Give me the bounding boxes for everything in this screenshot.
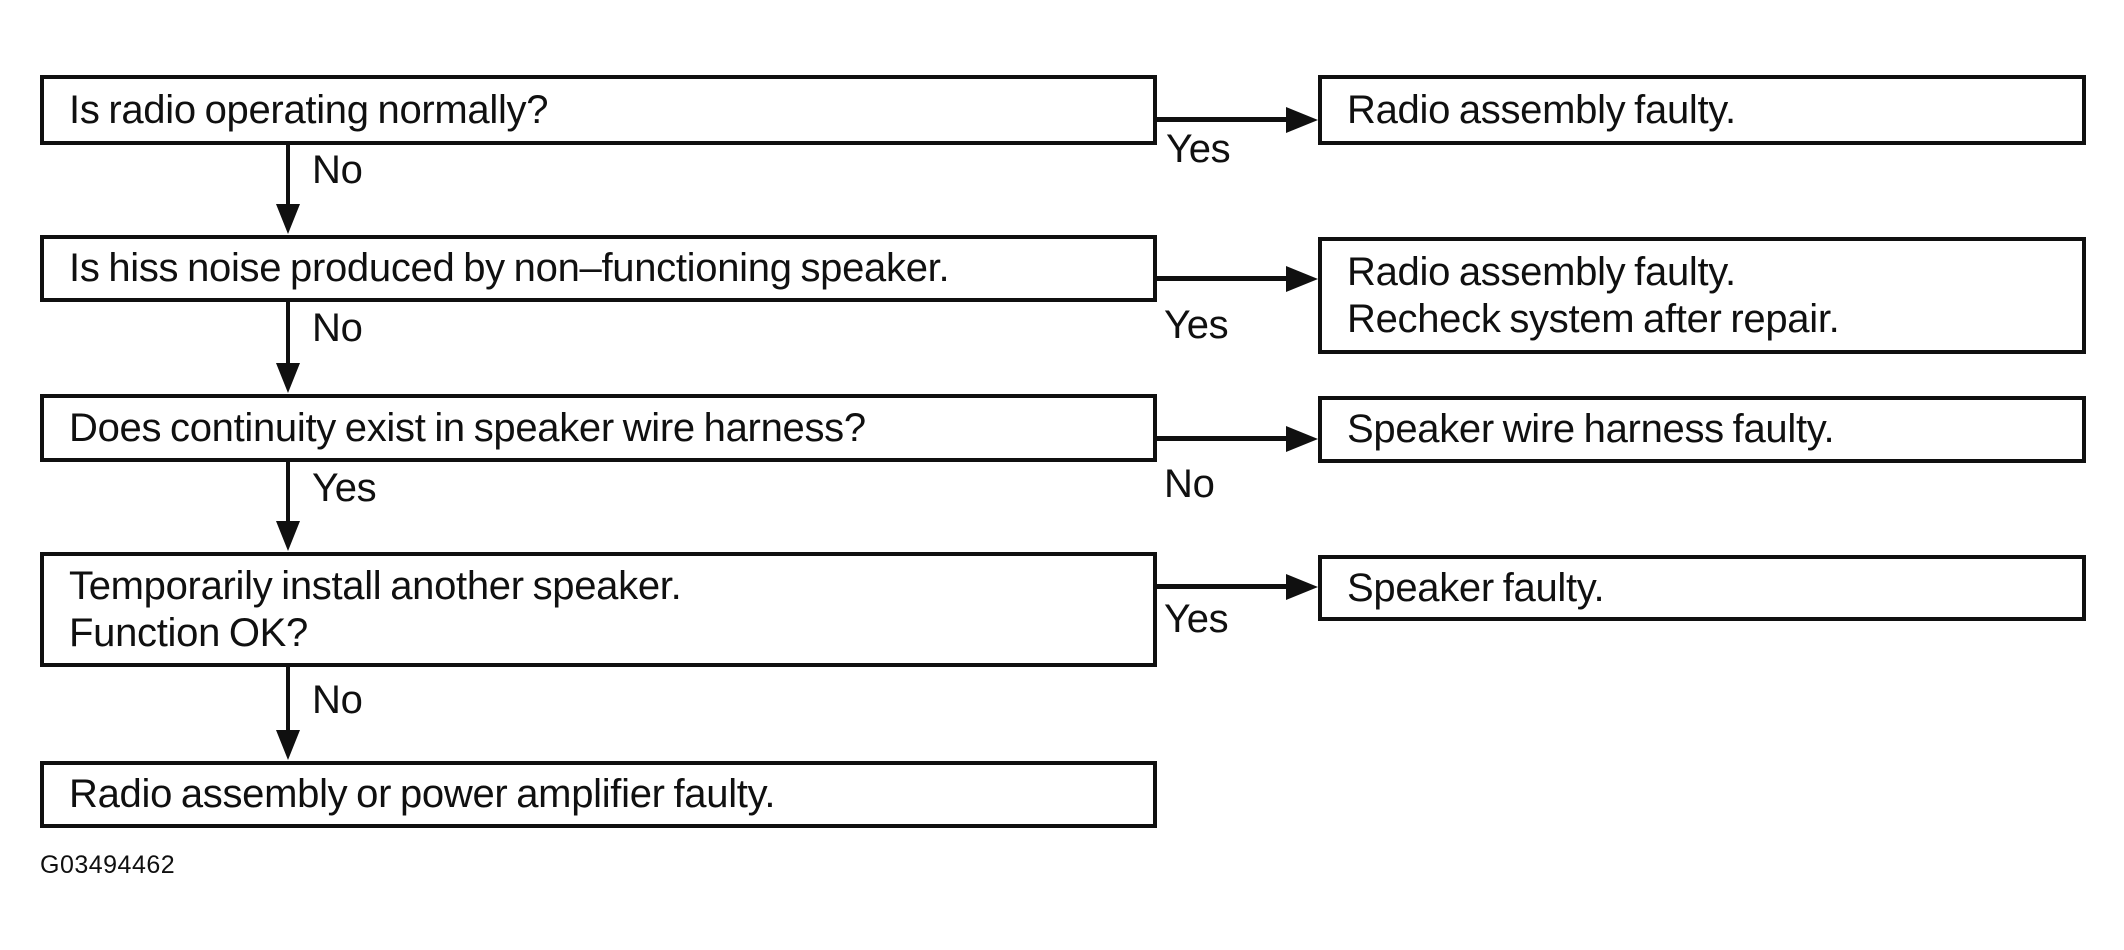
- branch-label-down-1: No: [312, 148, 363, 192]
- result-text-line-1: Radio assembly faulty.: [1347, 249, 1736, 294]
- result-box-speaker-faulty: Speaker faulty.: [1318, 555, 2086, 621]
- right-arrow-line-1: [1157, 117, 1292, 122]
- right-arrowhead-icon: [1286, 574, 1318, 600]
- figure-id-caption: G03494462: [40, 851, 176, 879]
- right-arrow-line-3: [1157, 436, 1292, 441]
- result-text: Radio assembly faulty.: [1347, 87, 1736, 132]
- decision-text-line-1: Temporarily install another speaker.: [69, 563, 682, 608]
- decision-text: Is radio operating normally?: [69, 87, 549, 132]
- result-box-radio-or-amplifier-faulty: Radio assembly or power amplifier faulty…: [40, 761, 1157, 828]
- branch-label-down-4: No: [312, 678, 363, 722]
- down-arrowhead-icon: [276, 521, 300, 551]
- down-arrowhead-icon: [276, 204, 300, 234]
- decision-text: Does continuity exist in speaker wire ha…: [69, 405, 866, 450]
- decision-text: Is hiss noise produced by non–functionin…: [69, 246, 950, 290]
- decision-box-install-another-speaker: Temporarily install another speaker. Fun…: [40, 552, 1157, 667]
- branch-label-right-1: Yes: [1166, 127, 1231, 171]
- down-arrow-line-1: [286, 145, 290, 207]
- branch-label-down-2: No: [312, 306, 363, 350]
- result-text: Radio assembly or power amplifier faulty…: [69, 772, 776, 816]
- result-text: Speaker faulty.: [1347, 565, 1605, 610]
- right-arrowhead-icon: [1286, 107, 1318, 133]
- result-text-line-2: Recheck system after repair.: [1347, 296, 1840, 341]
- right-arrowhead-icon: [1286, 266, 1318, 292]
- result-box-harness-faulty: Speaker wire harness faulty.: [1318, 396, 2086, 463]
- right-arrow-line-4: [1157, 584, 1292, 589]
- result-box-radio-assembly-faulty-recheck: Radio assembly faulty. Recheck system af…: [1318, 237, 2086, 354]
- right-arrowhead-icon: [1286, 426, 1318, 452]
- decision-box-radio-operating-normally: Is radio operating normally?: [40, 75, 1157, 145]
- result-text: Speaker wire harness faulty.: [1347, 407, 1835, 451]
- decision-box-continuity-harness: Does continuity exist in speaker wire ha…: [40, 394, 1157, 462]
- decision-box-hiss-noise: Is hiss noise produced by non–functionin…: [40, 235, 1157, 302]
- branch-label-right-2: Yes: [1164, 303, 1229, 347]
- down-arrowhead-icon: [276, 730, 300, 760]
- result-box-radio-assembly-faulty: Radio assembly faulty.: [1318, 75, 2086, 145]
- down-arrow-line-3: [286, 462, 290, 524]
- down-arrow-line-2: [286, 302, 290, 366]
- right-arrow-line-2: [1157, 276, 1292, 281]
- branch-label-right-3: No: [1164, 462, 1215, 506]
- down-arrow-line-4: [286, 667, 290, 733]
- down-arrowhead-icon: [276, 363, 300, 393]
- decision-text-line-2: Function OK?: [69, 610, 308, 655]
- branch-label-right-4: Yes: [1164, 597, 1229, 641]
- branch-label-down-3: Yes: [312, 466, 377, 510]
